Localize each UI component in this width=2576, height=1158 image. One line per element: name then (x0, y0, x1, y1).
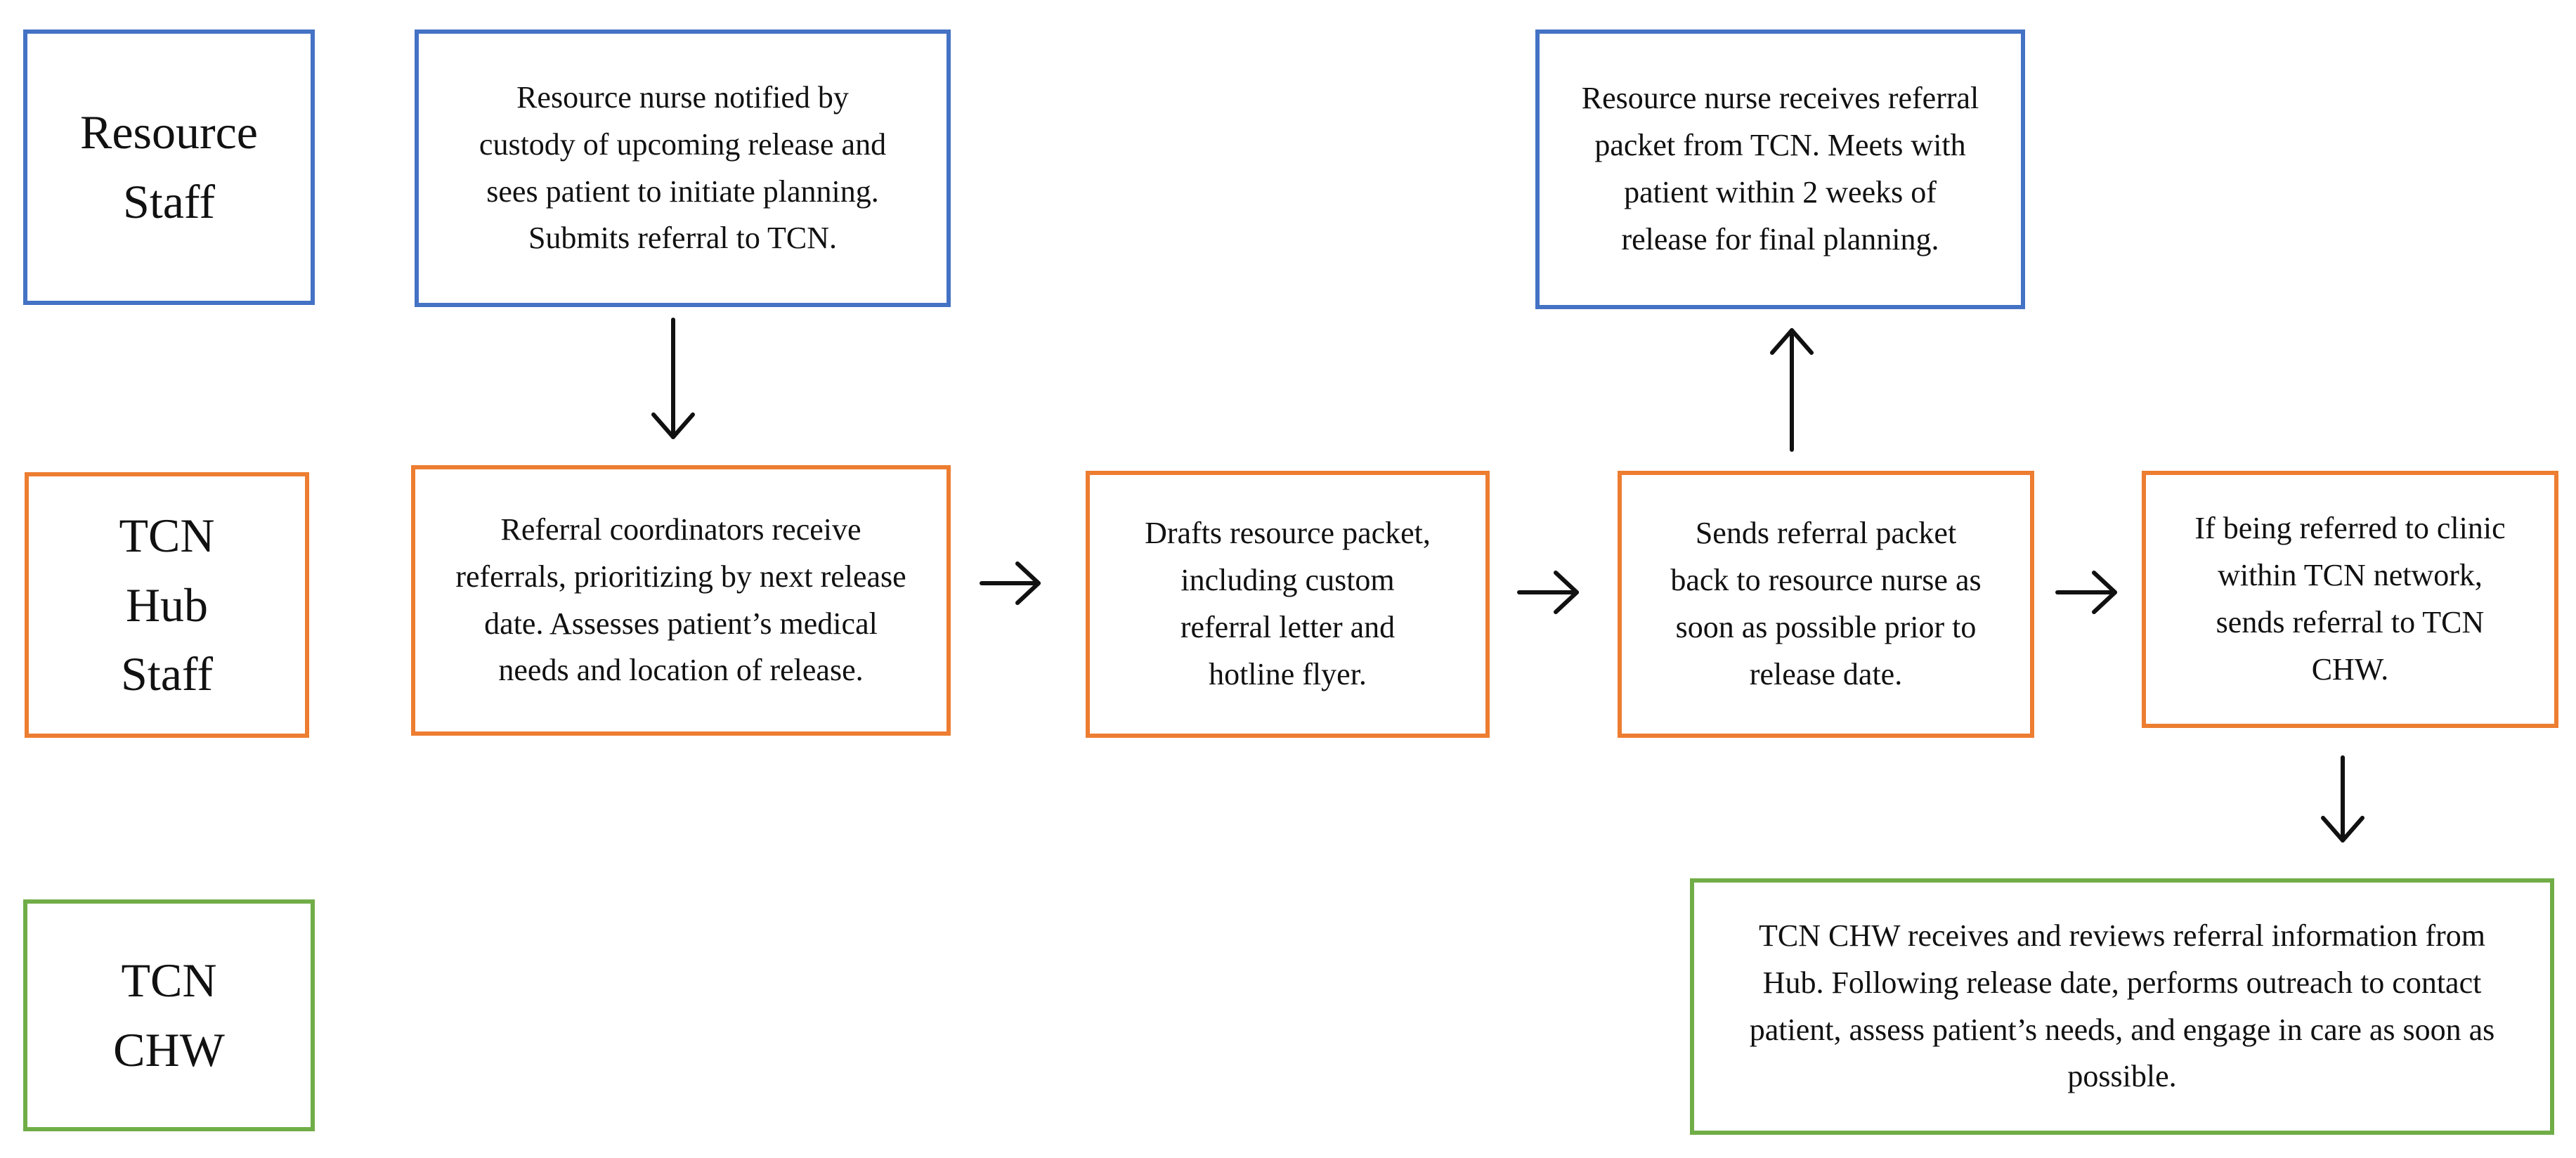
step-text: Referral coordinators receive referrals,… (455, 512, 906, 688)
lane-label-resource-staff: Resource Staff (23, 30, 315, 305)
step-text: Resource nurse receives referral packet … (1581, 81, 1979, 256)
lane-label-line: TCN (119, 509, 215, 563)
step-text: Sends referral packet back to resource n… (1670, 516, 1982, 691)
step-chw-receives-referral: TCN CHW receives and reviews referral in… (1690, 878, 2554, 1135)
step-text: Resource nurse notified by custody of up… (479, 79, 887, 256)
arrow-up-1 (1770, 328, 1814, 452)
step-refer-to-tcn-chw: If being referred to clinic within TCN n… (2142, 471, 2558, 728)
lane-label-tcn-hub-staff: TCN Hub Staff (25, 472, 309, 738)
lane-label-line: CHW (113, 1023, 225, 1076)
lane-label-line: Staff (123, 175, 215, 228)
lane-label-line: Resource (79, 105, 258, 160)
lane-label-line: TCN (121, 954, 217, 1008)
step-sends-referral-packet: Sends referral packet back to resource n… (1618, 471, 2034, 738)
lane-label-line: Staff (121, 647, 213, 701)
arrow-down-2 (2321, 755, 2364, 843)
arrow-right-2 (1517, 571, 1579, 614)
lane-label-tcn-chw: TCN CHW (23, 899, 315, 1131)
step-text: If being referred to clinic within TCN n… (2194, 511, 2506, 687)
step-resource-nurse-receives: Resource nurse receives referral packet … (1535, 30, 2025, 309)
step-text: Drafts resource packet, including custom… (1145, 516, 1431, 691)
step-resource-nurse-notified: Resource nurse notified by custody of up… (415, 30, 951, 307)
arrow-right-1 (980, 561, 1041, 605)
step-text: TCN CHW receives and reviews referral in… (1749, 918, 2495, 1094)
step-drafts-resource-packet: Drafts resource packet, including custom… (1086, 471, 1490, 738)
arrow-right-3 (2055, 571, 2117, 614)
lane-label-line: Hub (125, 578, 209, 632)
step-referral-coordinators: Referral coordinators receive referrals,… (411, 465, 951, 736)
arrow-down-1 (651, 318, 695, 439)
